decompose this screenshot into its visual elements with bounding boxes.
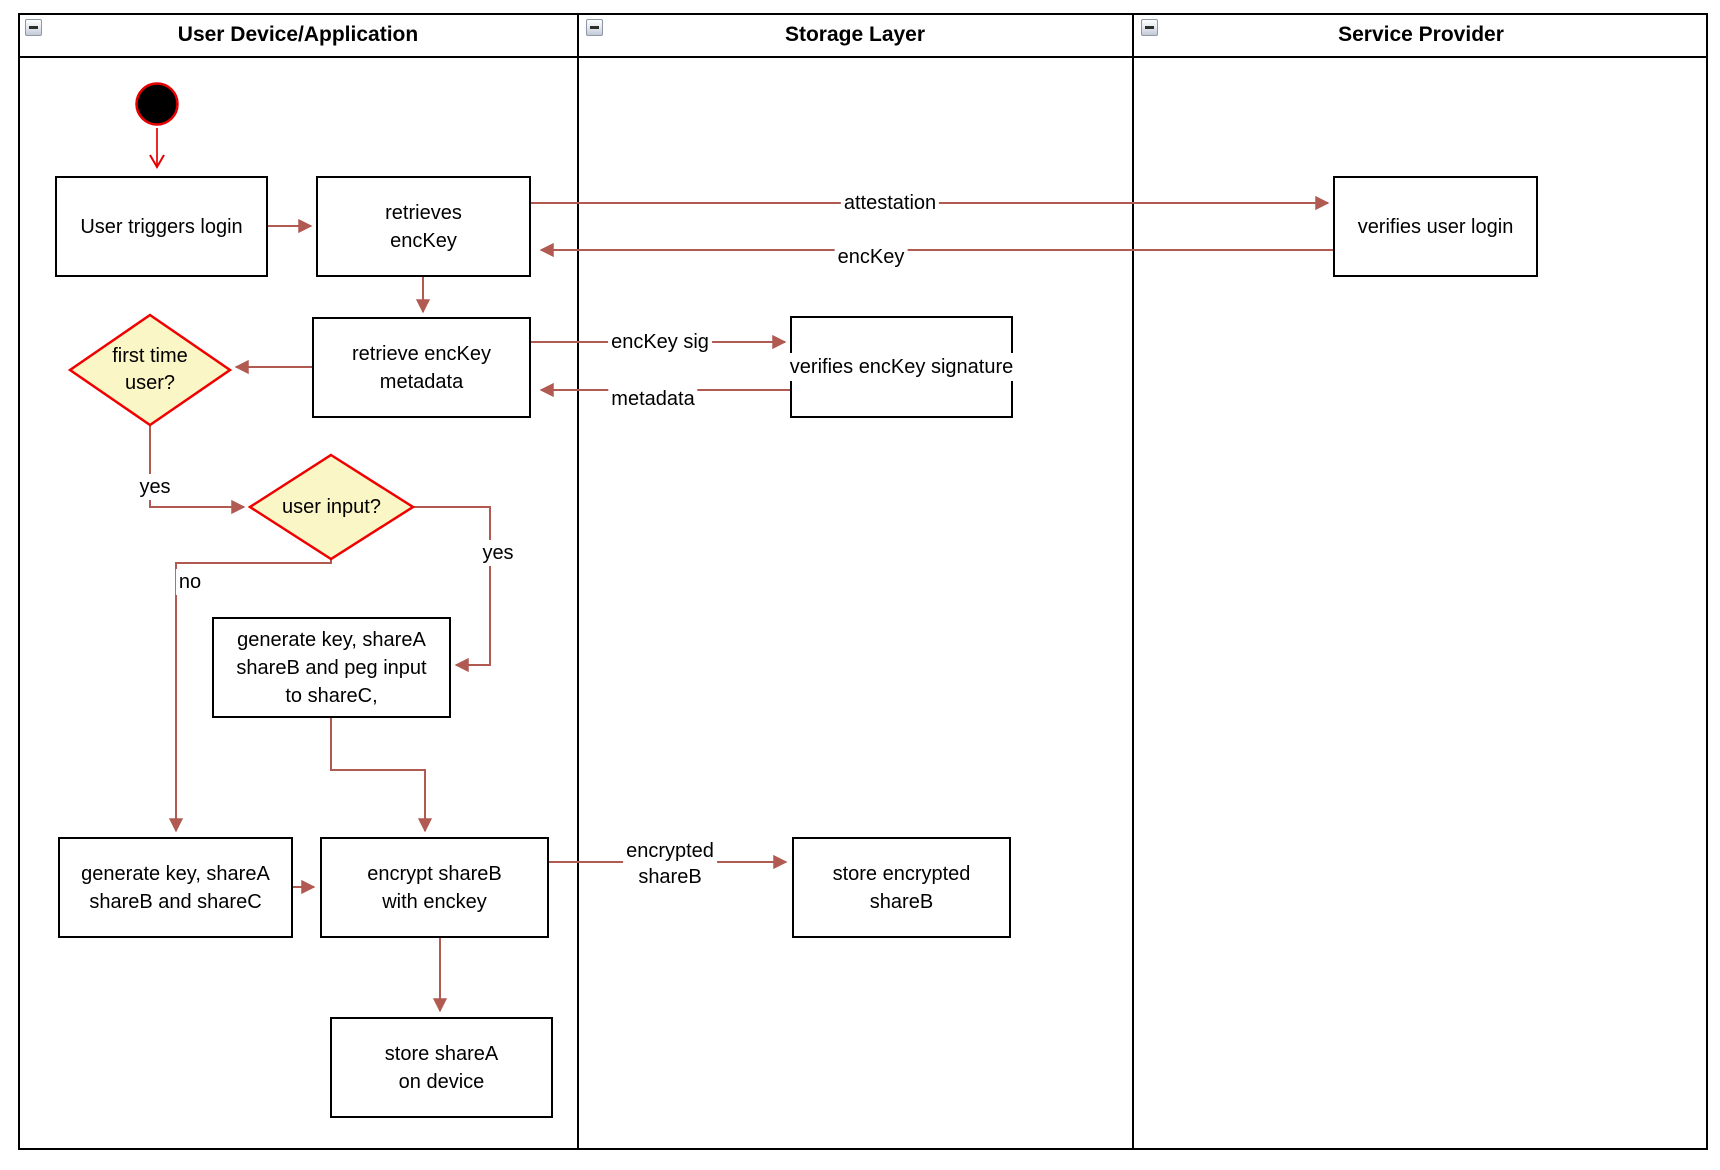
node-generate-key-peg-input-label: generate key, shareA shareB and peg inpu…: [236, 628, 427, 707]
minus-icon: [1145, 26, 1154, 29]
node-store-encrypted-shareb[interactable]: store encrypted shareB: [792, 837, 1011, 938]
edge-label-enckey: encKey: [834, 244, 908, 270]
lane-title-service-provider: Service Provider: [1338, 22, 1504, 46]
start-node[interactable]: [135, 82, 179, 126]
lane-header-underline: [18, 56, 1708, 58]
collapse-minus-icon[interactable]: [586, 19, 603, 36]
edge-userinput-yes[interactable]: [413, 506, 491, 673]
lane-header-service-provider[interactable]: Service Provider: [1134, 13, 1708, 56]
edge-label-user-input-yes: yes: [479, 540, 517, 566]
edge-userinput-no[interactable]: [168, 559, 332, 833]
edge-label-attestation: attestation: [840, 190, 940, 216]
edge-label-user-input-no: no: [175, 569, 205, 595]
collapse-minus-icon[interactable]: [25, 19, 42, 36]
decision-first-time-user-label: first time user?: [112, 345, 188, 394]
collapse-minus-icon[interactable]: [1141, 19, 1158, 36]
lane-divider-2: [1132, 13, 1134, 1150]
node-generate-key-sharec[interactable]: generate key, shareA shareB and shareC: [58, 837, 293, 938]
node-verifies-user-login[interactable]: verifies user login: [1333, 176, 1538, 277]
edge-label-first-time-yes: yes: [136, 474, 174, 500]
lane-header-storage-layer[interactable]: Storage Layer: [578, 13, 1132, 56]
node-store-sharea-label: store shareA on device: [384, 1042, 499, 1093]
node-encrypt-shareb[interactable]: encrypt shareB with enckey: [320, 837, 549, 938]
node-user-triggers-login[interactable]: User triggers login: [55, 176, 268, 277]
node-retrieve-enckey-metadata-label: retrieve encKey metadata: [352, 342, 491, 393]
node-verifies-enckey-signature-label: verifies encKey signature: [788, 353, 1015, 381]
lane-title-storage-layer: Storage Layer: [784, 22, 926, 46]
lane-header-user-device[interactable]: User Device/Application: [18, 13, 578, 56]
node-verifies-enckey-signature[interactable]: verifies encKey signature: [788, 316, 1015, 418]
node-retrieves-enckey[interactable]: retrieves encKey: [316, 176, 531, 277]
decision-user-input-shape[interactable]: [247, 453, 416, 561]
node-store-encrypted-shareb-label: store encrypted shareB: [832, 862, 971, 913]
edge-firsttime-yes[interactable]: [149, 425, 246, 515]
minus-icon: [590, 26, 599, 29]
node-retrieve-enckey-metadata[interactable]: retrieve encKey metadata: [312, 317, 531, 418]
edge-label-metadata: metadata: [608, 386, 698, 412]
lane-divider-1: [577, 13, 579, 1150]
pool-border: [18, 13, 1708, 1150]
decision-first-time-user-shape[interactable]: [67, 313, 233, 427]
node-user-triggers-login-label: User triggers login: [80, 215, 243, 238]
node-generate-key-sharec-label: generate key, shareA shareB and shareC: [81, 862, 270, 913]
edge-label-encrypted-shareb: encrypted shareB: [623, 838, 717, 890]
node-encrypt-shareb-label: encrypt shareB with enckey: [367, 862, 502, 913]
minus-icon: [29, 26, 38, 29]
edge-peg-to-encrypt[interactable]: [330, 717, 433, 833]
node-generate-key-peg-input[interactable]: generate key, shareA shareB and peg inpu…: [212, 617, 451, 718]
edge-label-enckey-sig: encKey sig: [608, 329, 712, 355]
decision-user-input-label: user input?: [282, 495, 381, 518]
node-retrieves-enckey-label: retrieves encKey: [385, 201, 462, 252]
node-store-sharea[interactable]: store shareA on device: [330, 1017, 553, 1118]
node-verifies-user-login-label: verifies user login: [1357, 215, 1514, 238]
lane-title-user-device: User Device/Application: [177, 22, 419, 46]
